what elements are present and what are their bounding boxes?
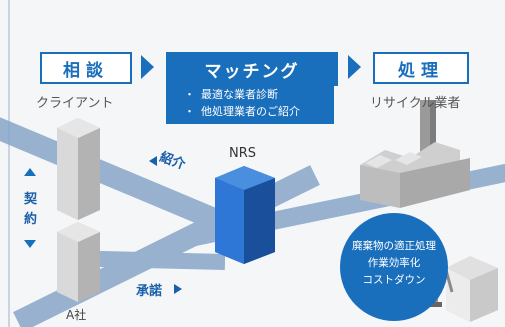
step-consultation: 相談: [40, 52, 132, 84]
step-matching-label: マッチング: [204, 61, 300, 82]
warehouse-block: [446, 256, 498, 322]
step-matching: マッチング: [166, 52, 338, 86]
matching-bullets: ・最適な業者診断 ・他処理業者のご紹介: [166, 82, 334, 124]
arrow-to-matching-icon: [141, 55, 154, 79]
company-a-label: A社: [66, 308, 87, 322]
factory-building: [360, 100, 470, 208]
step-processing-label: 処理: [398, 60, 444, 81]
bullet-item: ・他処理業者のご紹介: [184, 105, 300, 118]
nrs-label: NRS: [229, 146, 257, 161]
arrow-to-processing-icon: [348, 55, 361, 79]
road-from-client: [0, 117, 250, 243]
company-a-building: [57, 222, 100, 302]
bullet-item: ・最適な業者診断: [184, 88, 278, 101]
consent-label: 承諾: [136, 284, 163, 299]
benefit-item: 作業効率化: [367, 257, 421, 269]
client-building: [57, 118, 100, 220]
contract-up-arrow-icon: [24, 168, 36, 176]
recycler-caption: リサイクル業者: [370, 96, 461, 111]
introduce-arrow-icon: [149, 156, 157, 166]
consent-arrow-icon: [174, 284, 182, 294]
benefit-item: コストダウン: [362, 274, 426, 286]
contract-down-arrow-icon: [24, 240, 36, 248]
nrs-building: [215, 166, 275, 264]
benefits-circle: 廃棄物の適正処理 作業効率化 コストダウン: [340, 213, 448, 321]
step-processing: 処理: [373, 52, 469, 84]
step-consultation-label: 相談: [63, 60, 109, 81]
client-caption: クライアント: [36, 96, 114, 111]
contract-label: 契 約: [24, 192, 38, 227]
benefit-item: 廃棄物の適正処理: [352, 240, 436, 252]
